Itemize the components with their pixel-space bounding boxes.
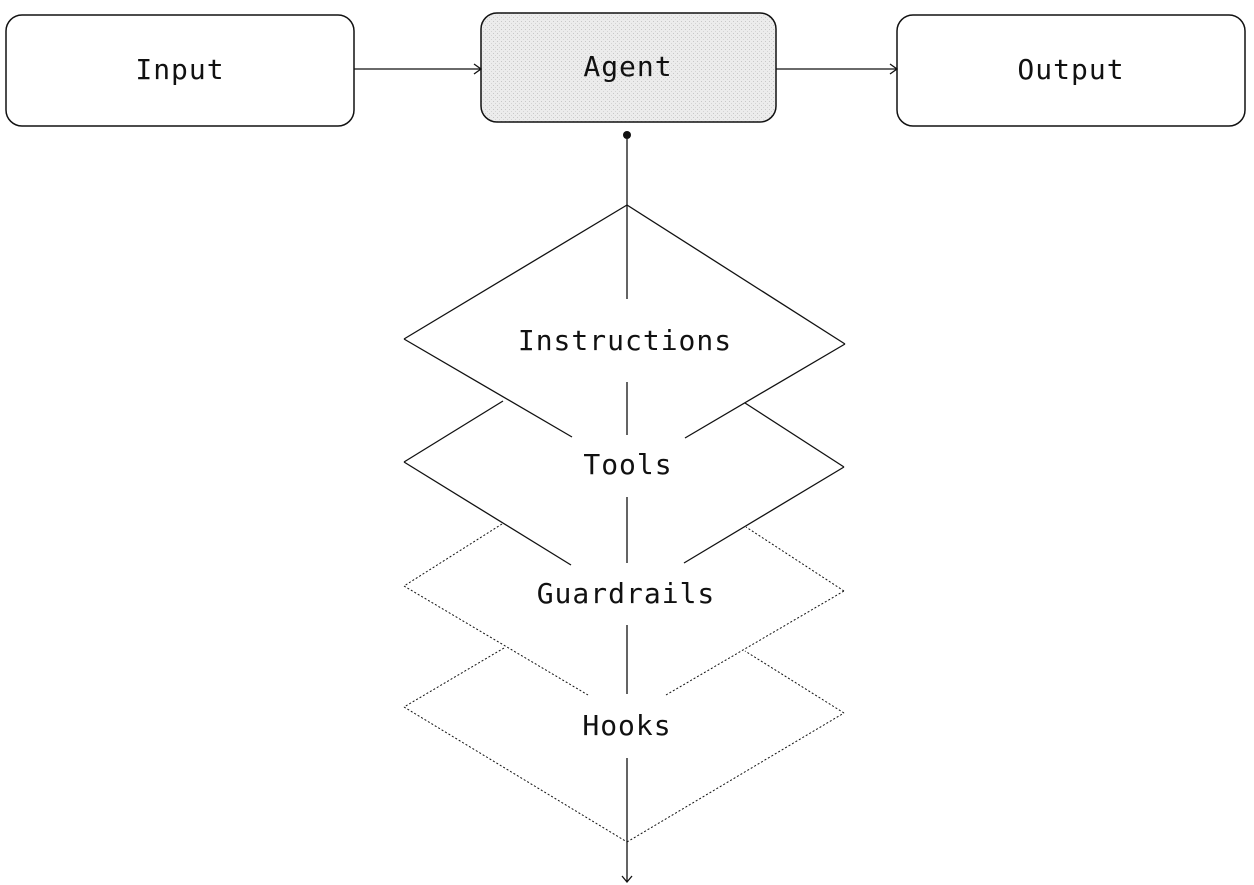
tools-label: Tools <box>583 448 672 481</box>
tools-diamond <box>403 400 845 566</box>
instructions-diamond <box>403 204 846 439</box>
output-label: Output <box>1017 53 1124 86</box>
input-label: Input <box>135 53 224 86</box>
down-arrow-head <box>621 875 633 884</box>
guardrails-diamond <box>403 523 845 696</box>
agent-label: Agent <box>583 50 672 83</box>
input-to-agent-arrow <box>354 63 483 75</box>
guardrails-label: Guardrails <box>537 577 716 610</box>
agent-to-output-arrow <box>776 63 899 75</box>
instructions-label: Instructions <box>518 324 732 357</box>
output-box <box>896 14 1246 127</box>
agent-box <box>480 12 777 123</box>
input-box <box>5 14 355 127</box>
agent-connector-dot <box>623 131 631 139</box>
hooks-label: Hooks <box>582 709 671 742</box>
hooks-diamond <box>403 647 845 843</box>
